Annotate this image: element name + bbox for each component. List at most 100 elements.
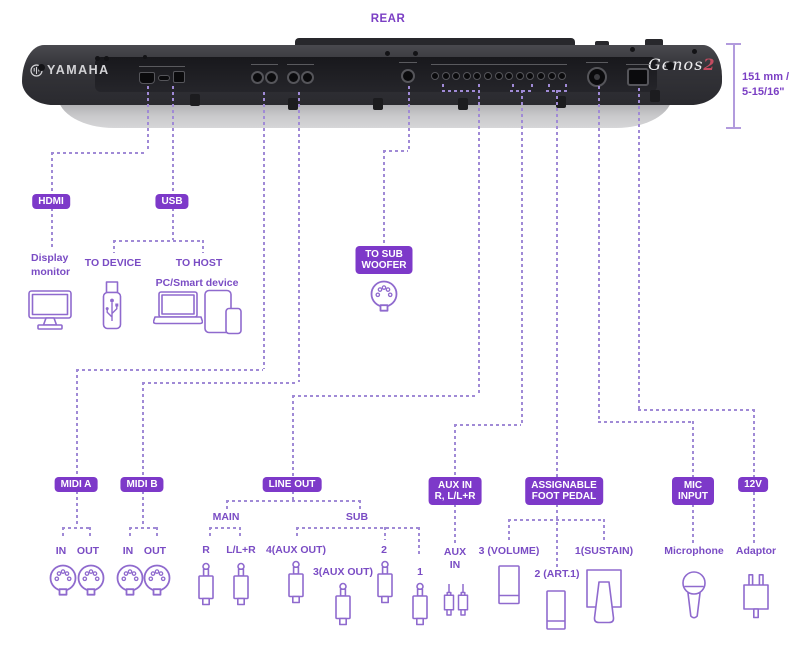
- screw-hole: [38, 64, 45, 71]
- connector-mic: [692, 421, 694, 477]
- line-out-badge: LINE OUT: [262, 477, 322, 492]
- connector-auxin: [454, 504, 456, 544]
- line-out-r-label: R: [202, 544, 210, 556]
- connector-auxin: [512, 84, 514, 90]
- measure-cap: [726, 127, 741, 129]
- connector-midi-a: [76, 491, 78, 527]
- hdmi-badge: HDMI: [32, 194, 70, 209]
- connector-pedal-bracket: [508, 519, 603, 521]
- connector-midi-b: [298, 92, 300, 382]
- pc-smart-device-label: PC/Smart device: [155, 277, 239, 289]
- aux-in-label: IN: [449, 559, 461, 571]
- connector-midi-a-bracket: [62, 527, 64, 538]
- connector-pedal: [556, 504, 558, 567]
- sub-4-label: 4(AUX OUT): [265, 544, 327, 556]
- connector-lineout: [292, 395, 478, 397]
- connector-auxin: [454, 424, 521, 426]
- connector-lineout-bracket: [226, 500, 228, 511]
- connector-usb-bracket: [113, 240, 202, 242]
- connector-midi-b-bracket: [156, 527, 158, 538]
- connector-sub-bracket: [418, 527, 420, 557]
- screw-hole: [692, 49, 697, 54]
- microphone-icon: [682, 571, 706, 619]
- genos2-logo: Genos2: [648, 55, 716, 74]
- port-group-label: [626, 64, 650, 65]
- connector-usb-bracket: [202, 240, 204, 253]
- connector-midi-b-bracket: [129, 527, 131, 538]
- connector-lineout: [478, 84, 480, 395]
- connector-midi-b-bracket: [129, 527, 156, 529]
- connector-main-bracket: [239, 527, 241, 538]
- port-group-label: [251, 64, 278, 65]
- rca-plug-icon: [443, 584, 455, 616]
- port-group-label: [287, 64, 314, 65]
- screw-hole: [666, 62, 674, 70]
- screw-hole: [385, 51, 390, 56]
- connector-midi-a-bracket: [89, 527, 91, 538]
- connector-midi-b: [142, 382, 144, 477]
- power-badge: 12V: [738, 477, 768, 492]
- keyboard-foot: [373, 98, 383, 110]
- connector-pedal: [556, 90, 558, 477]
- midi-b-in-label: IN: [122, 545, 134, 557]
- subwoofer-jack: [401, 69, 415, 83]
- line-out-l-label: L/L+R: [226, 544, 256, 556]
- rca-plug-icon: [457, 584, 469, 616]
- midi-a-out-label: OUT: [76, 545, 100, 557]
- aux-in-label: AUX: [443, 546, 467, 558]
- connector-midi-b: [142, 491, 144, 527]
- screw-hole: [104, 56, 109, 61]
- phone-plug-icon: [288, 560, 304, 604]
- sub-2-label: 2: [381, 544, 387, 556]
- connector-lineout: [442, 84, 444, 90]
- connector-usb: [172, 208, 174, 240]
- usb-c-port: [158, 75, 170, 81]
- port-group-label: [586, 62, 608, 63]
- usb-b-port: [173, 71, 185, 83]
- smart-device-icon: [204, 289, 242, 335]
- height-dimension: 151 mm / 5-15/16": [742, 71, 790, 98]
- adaptor-label: Adaptor: [735, 545, 777, 557]
- sub-3-label: 3(AUX OUT): [312, 566, 374, 578]
- to-host-label: TO HOST: [175, 257, 223, 269]
- keyboard-foot: [556, 96, 566, 108]
- connector-hdmi: [147, 86, 149, 152]
- sub-label: SUB: [345, 511, 369, 523]
- connector-pedal-bracket: [508, 519, 510, 540]
- ac-inlet: [627, 68, 649, 86]
- connector-midi-a: [76, 369, 78, 477]
- pedal-2-label: 2 (ART.1): [534, 568, 580, 580]
- din-connector-icon: [77, 564, 105, 596]
- usb-badge: USB: [155, 194, 189, 209]
- connector-power: [638, 88, 640, 409]
- connector-sub-bracket: [296, 527, 298, 538]
- xlr-combo-jack: [587, 67, 607, 87]
- midi-a-badge: MIDI A: [54, 477, 98, 492]
- connector-lineout: [292, 491, 294, 500]
- connector-mic: [598, 86, 600, 421]
- sub-1-label: 1: [417, 566, 423, 578]
- hdmi-port: [139, 72, 155, 84]
- screw-hole: [95, 56, 100, 61]
- connector-lineout-bracket: [359, 500, 361, 511]
- connector-main-bracket: [209, 527, 211, 538]
- connector-main-bracket: [209, 527, 239, 529]
- connector-lineout: [442, 90, 478, 92]
- diagram-title: REAR: [370, 13, 406, 25]
- pedal-3-label: 3 (VOLUME): [478, 545, 540, 557]
- connector-power: [638, 409, 753, 411]
- midi-b-ports: [287, 71, 314, 84]
- port-group-label: [431, 64, 567, 65]
- monitor-icon: [28, 290, 72, 330]
- connector-lineout: [292, 395, 294, 477]
- connector-mic: [598, 421, 692, 423]
- port-group-label: [139, 66, 185, 67]
- din-connector-icon: [116, 564, 144, 596]
- keyboard-foot: [650, 90, 660, 102]
- volume-pedal-icon: [498, 565, 520, 605]
- connector-auxin: [521, 90, 523, 424]
- screw-hole: [630, 47, 635, 52]
- connector-usb: [172, 86, 174, 194]
